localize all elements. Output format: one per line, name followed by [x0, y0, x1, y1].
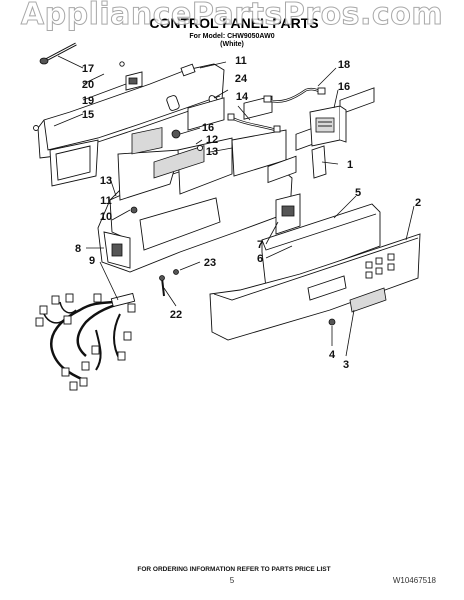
callout-9: 9 [89, 255, 95, 267]
callout-6: 6 [257, 253, 263, 265]
callout-numbers: 17 20 19 15 11 24 14 16 12 13 18 16 1 13… [75, 55, 421, 371]
callout-17: 16 [338, 81, 350, 93]
part-clip-21 [119, 61, 125, 67]
part-bracket-1 [311, 145, 327, 179]
part-wire-harness-14 [227, 113, 281, 133]
callout-14: 14 [236, 91, 249, 103]
callout-10: 10 [100, 211, 112, 223]
part-bracket-20 [125, 71, 143, 91]
part-screw-23 [173, 269, 179, 275]
part-grommet-15 [171, 129, 181, 139]
leader-lines [53, 55, 415, 357]
part-module-17 [309, 105, 347, 147]
part-insert-3 [307, 275, 387, 313]
callout-13-upper: 13 [206, 146, 218, 158]
callout-5: 5 [355, 187, 361, 199]
callout-23: 23 [204, 257, 216, 269]
part-screw-4 [328, 318, 336, 326]
part-wire-19 [263, 87, 326, 103]
model-line: For Model: CHW9050AW0 [189, 33, 274, 40]
part-bracket-7 [275, 193, 301, 235]
part-control-panel-5 [261, 87, 381, 289]
part-console-rear-bracket [33, 63, 225, 187]
callout-8: 8 [75, 243, 81, 255]
callout-4: 4 [329, 349, 336, 361]
page-number: 5 [230, 576, 235, 585]
callout-11-left: 11 [100, 195, 112, 207]
callout-20: 19 [82, 95, 94, 107]
callout-13-lower: 13 [100, 175, 112, 187]
callout-15: 16 [202, 122, 214, 134]
callout-3: 3 [343, 359, 349, 371]
callout-7: 7 [257, 239, 263, 251]
part-screw-22 [159, 275, 165, 297]
color-line: (White) [220, 41, 244, 48]
callout-11: 11 [235, 55, 247, 67]
callout-21: 20 [82, 79, 94, 91]
diagram-title: CONTROL PANEL PARTS [149, 15, 318, 31]
callout-1: 1 [347, 159, 353, 171]
ordering-note: FOR ORDERING INFORMATION REFER TO PARTS … [137, 566, 330, 573]
callout-18: 17 [82, 63, 94, 75]
callout-24: 24 [235, 73, 248, 85]
callout-2: 2 [415, 197, 421, 209]
part-main-harness-9 [35, 292, 136, 391]
callout-22: 22 [170, 309, 182, 321]
callout-19: 18 [338, 59, 350, 71]
document-number: W10467518 [393, 576, 437, 585]
part-screw-18 [39, 42, 77, 65]
watermark-logo: AppliancePartsPros.com [21, 0, 443, 32]
callout-16: 15 [82, 109, 94, 121]
callout-12: 12 [206, 134, 218, 146]
